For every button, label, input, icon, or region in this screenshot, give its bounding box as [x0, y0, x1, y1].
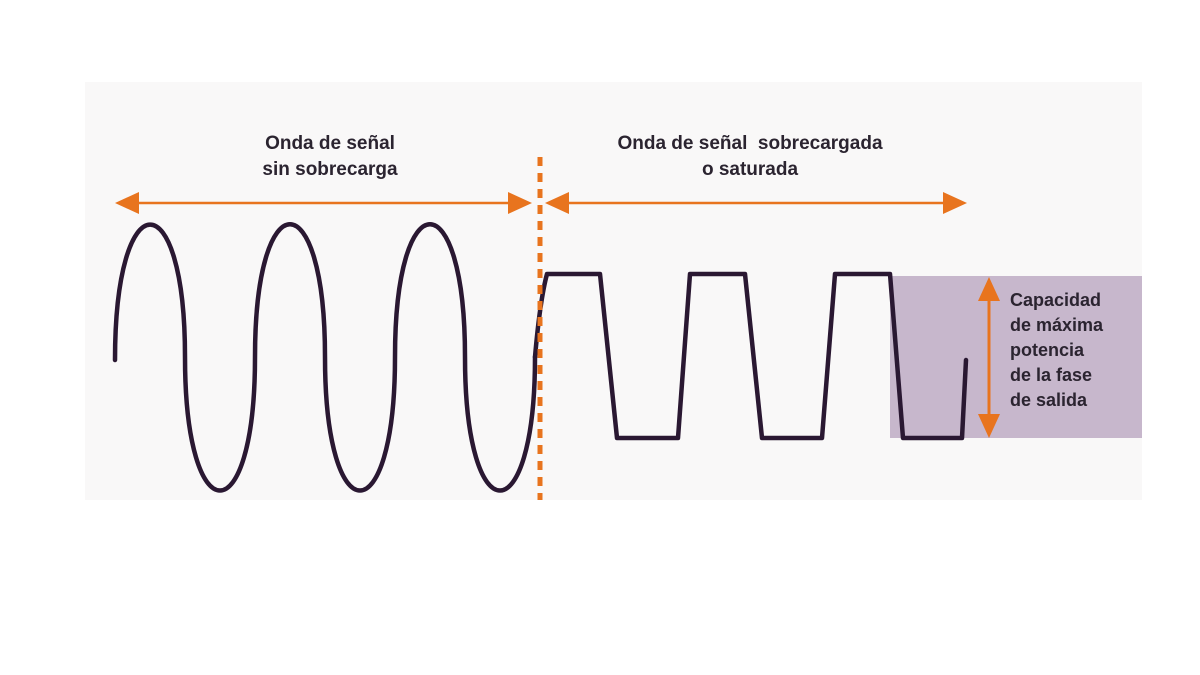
clean-wave-label-line2: sin sobrecarga — [262, 159, 398, 180]
overloaded-wave-label-line1: Onda de señal sobrecargada — [617, 133, 883, 154]
capacity-label-line1: Capacidad — [1010, 290, 1102, 310]
overloaded-wave-label-line2: o saturada — [701, 159, 799, 180]
clean-sine-wave — [112, 222, 538, 493]
clean-wave-label-line1: Onda de señal — [265, 133, 395, 154]
overloaded-wave-label: Onda de señal sobrecargada o saturada — [585, 131, 915, 183]
capacity-band — [890, 276, 1142, 438]
capacity-arrow-icon — [978, 277, 1000, 438]
clean-wave-label: Onda de señal sin sobrecarga — [225, 131, 435, 183]
right-span-arrow-icon — [545, 192, 967, 214]
capacity-label-line5: de salida — [1010, 390, 1088, 410]
capacity-label: Capacidad de máxima potencia de la fase … — [1010, 288, 1140, 413]
capacity-label-line2: de máxima — [1010, 315, 1104, 335]
capacity-label-line4: de la fase — [1010, 365, 1093, 385]
capacity-label-line3: potencia — [1010, 340, 1085, 360]
left-span-arrow-icon — [115, 192, 532, 214]
